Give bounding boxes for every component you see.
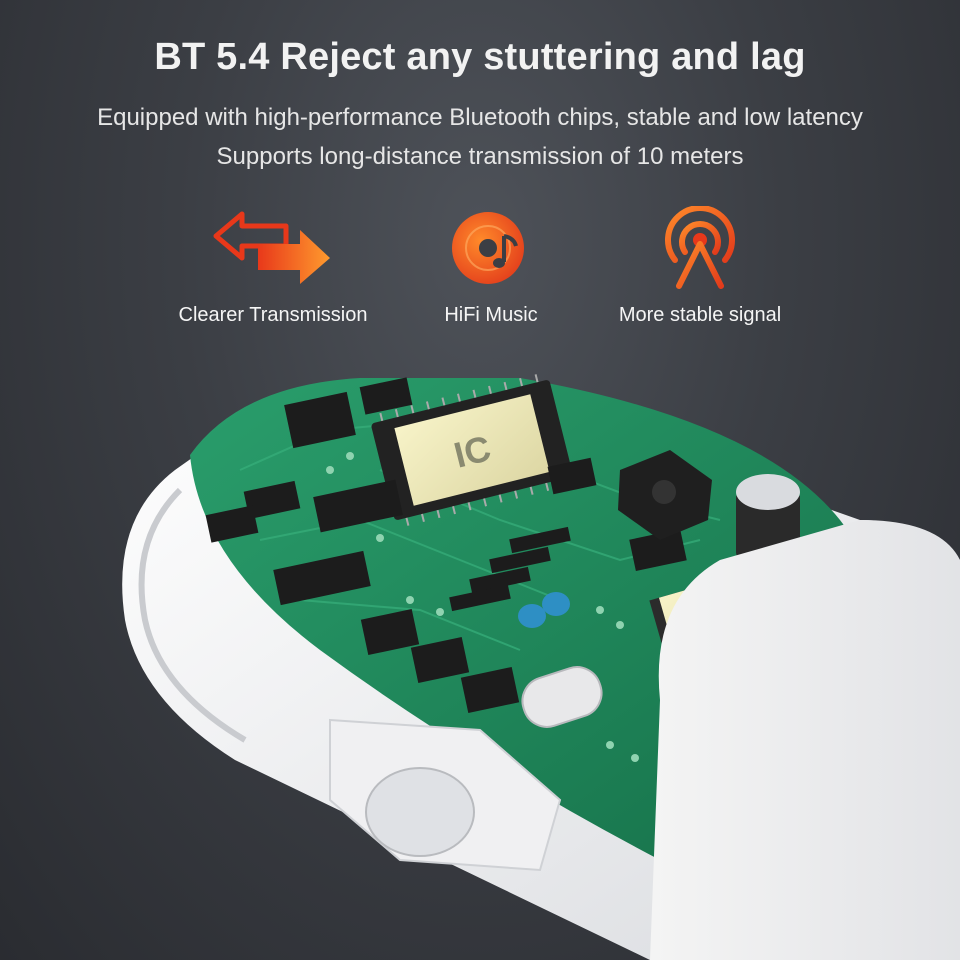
feature-label: Clearer Transmission xyxy=(178,304,368,326)
music-disc-icon xyxy=(452,212,524,284)
smd-components xyxy=(205,377,687,714)
slider-bracket xyxy=(329,718,562,872)
tactile-switch xyxy=(618,450,712,540)
crystal-oscillator xyxy=(521,666,603,728)
feature-clearer-transmission: Clearer Transmission xyxy=(153,206,393,326)
bidirectional-arrows-icon xyxy=(213,211,330,284)
feature-hifi-music: HiFi Music xyxy=(371,206,611,326)
headline: BT 5.4 Reject any stuttering and lag xyxy=(154,36,806,78)
subtitle-line-2: Supports long-distance transmission of 1… xyxy=(216,143,744,170)
signal-tower-icon xyxy=(665,206,735,289)
case-lid xyxy=(650,520,960,960)
feature-stable-signal: More stable signal xyxy=(580,206,820,326)
subtitle-line-1: Equipped with high-performance Bluetooth… xyxy=(97,104,863,131)
feature-label: More stable signal xyxy=(618,304,782,326)
feature-label: HiFi Music xyxy=(444,304,538,326)
ceramic-capacitors xyxy=(518,592,570,628)
ic-chip: IC xyxy=(371,374,573,526)
